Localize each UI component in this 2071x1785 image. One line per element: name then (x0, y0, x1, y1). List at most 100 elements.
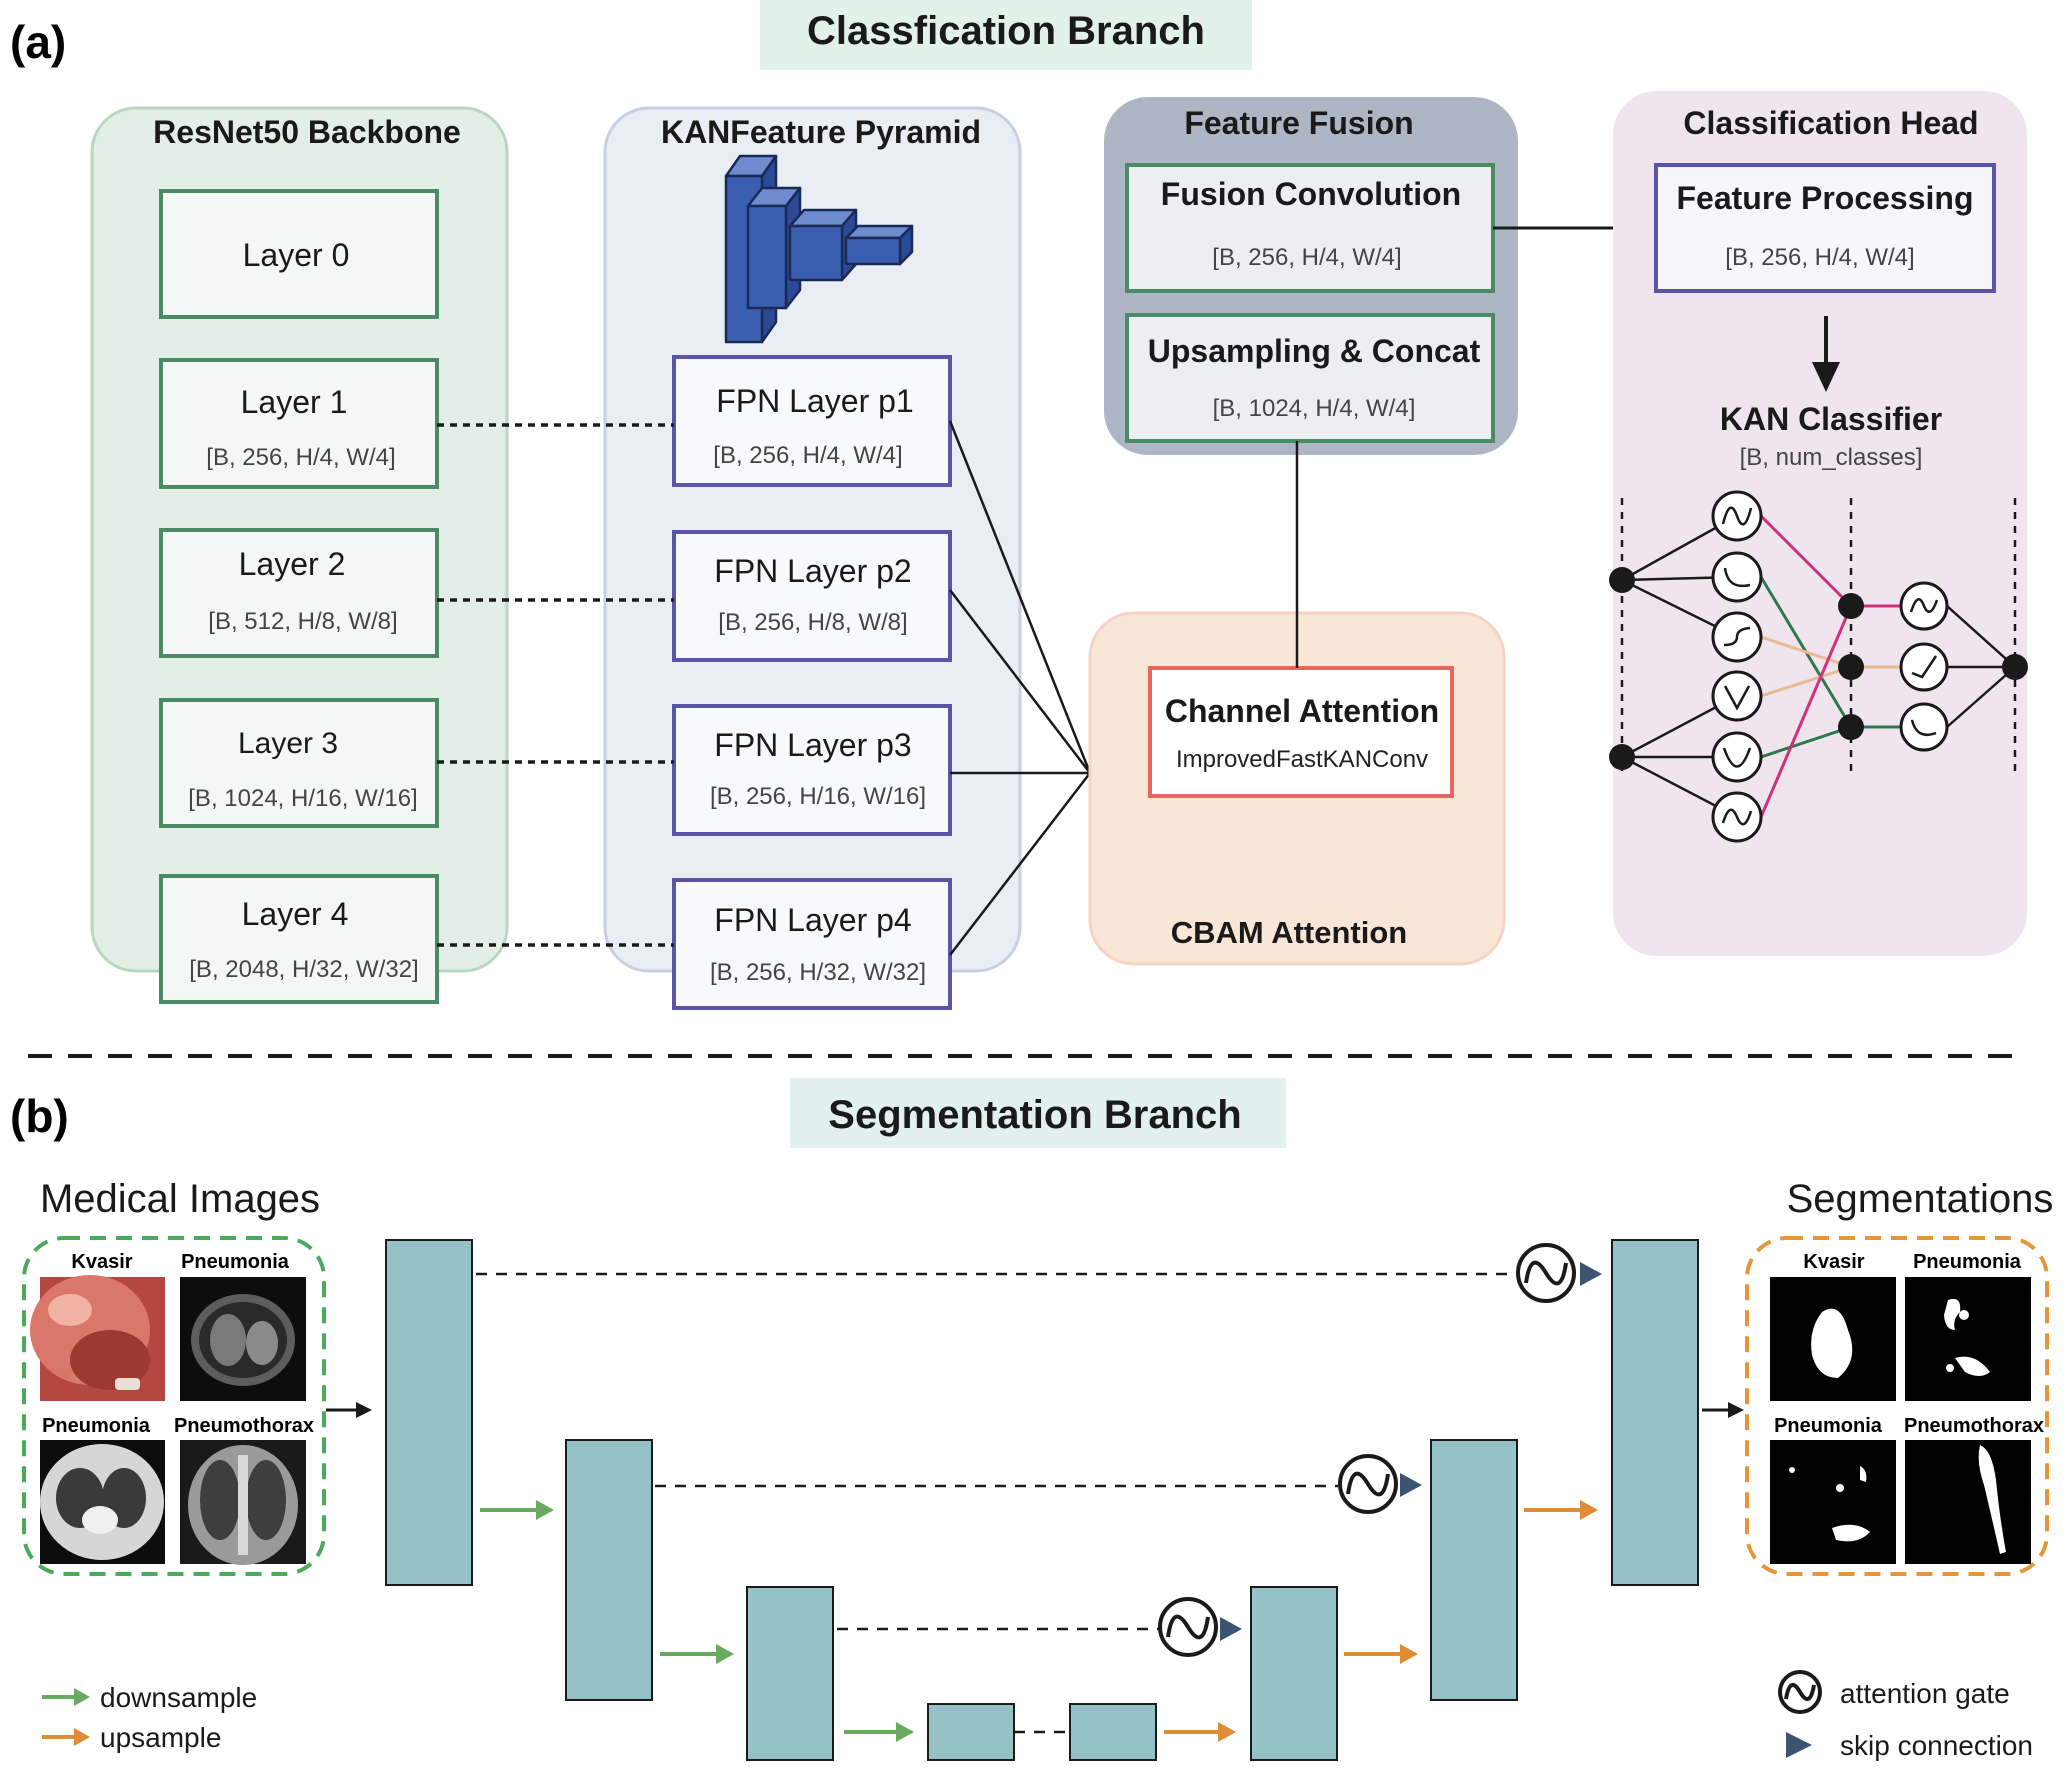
pneumonia-mask-2 (1770, 1440, 1896, 1564)
legend-downsample: downsample (42, 1682, 257, 1713)
skip-connection-icon (1580, 1262, 1602, 1286)
fpn-name: FPN Layer p1 (716, 383, 913, 419)
kan-classifier-title: KAN Classifier (1720, 401, 1942, 437)
output-label-pneumothorax: Pneumothorax (1904, 1415, 2044, 1437)
upsample-arrows (1164, 1500, 1598, 1742)
fpn-layer-p1: FPN Layer p1 [B, 256, H/4, W/4] (672, 355, 952, 487)
decoder-block-3 (1250, 1586, 1338, 1761)
downsample-arrows (480, 1500, 914, 1742)
layer-name: Layer 3 (238, 727, 338, 760)
backbone-title: ResNet50 Backbone (153, 114, 461, 150)
fpn-layer-p4: FPN Layer p4 [B, 256, H/32, W/32] (672, 878, 952, 1010)
layer-name: Layer 0 (243, 237, 350, 273)
cnn-layers-icon (724, 154, 914, 344)
feature-processing-shape: [B, 256, H/4, W/4] (1725, 244, 1914, 271)
upsample-shape: [B, 1024, H/4, W/4] (1213, 395, 1416, 422)
segmentations-title: Segmentations (1787, 1177, 2054, 1221)
attention-gate-icon (1516, 1243, 1576, 1303)
xray-image (180, 1440, 306, 1565)
kvasir-image (30, 1275, 165, 1401)
channel-attention-sub: ImprovedFastKANConv (1176, 746, 1428, 773)
kan-network-diagram (1609, 490, 2028, 843)
kvasir-mask (1770, 1277, 1896, 1401)
legend-upsample-label: upsample (100, 1722, 221, 1753)
upsample-name: Upsampling & Concat (1148, 333, 1481, 369)
segmentation-banner-text: Segmentation Branch (828, 1093, 1241, 1137)
cbam-title: CBAM Attention (1171, 915, 1407, 950)
legend-upsample: upsample (42, 1722, 221, 1753)
bottleneck-block-1 (927, 1703, 1015, 1761)
layer-name: Layer 1 (241, 384, 348, 420)
lateral-connections (437, 423, 674, 947)
head-title: Classification Head (1683, 105, 1978, 141)
encoder-block-3 (746, 1586, 834, 1761)
legend-skip-connection-label: skip connection (1840, 1730, 2033, 1761)
fpn-name: FPN Layer p2 (714, 553, 911, 589)
channel-attention-box: Channel Attention ImprovedFastKANConv (1148, 666, 1454, 798)
layer-shape: [B, 256, H/4, W/4] (206, 444, 395, 471)
input-label-pneumonia-ct2: Pneumonia (42, 1415, 151, 1437)
backbone-layer-1: Layer 1 [B, 256, H/4, W/4] (159, 358, 439, 489)
input-arrow-icon (326, 1402, 372, 1418)
fpn-layer-p3: FPN Layer p3 [B, 256, H/16, W/16] (672, 704, 952, 836)
fpn-shape: [B, 256, H/16, W/16] (710, 783, 926, 810)
skip-dashed-lines (476, 1272, 1514, 1734)
pyramid-title: KANFeature Pyramid (661, 114, 981, 150)
fpn-name: FPN Layer p4 (714, 902, 911, 938)
fusion-conv-name: Fusion Convolution (1161, 176, 1461, 212)
output-arrow-icon (1702, 1402, 1744, 1418)
medical-images-title: Medical Images (40, 1177, 320, 1221)
output-label-pneumonia-2: Pneumonia (1774, 1415, 1883, 1437)
upsampling-concat-box: Upsampling & Concat [B, 1024, H/4, W/4] (1125, 313, 1495, 443)
classification-banner-text: Classfication Branch (807, 9, 1205, 53)
output-masks-frame (1745, 1236, 2049, 1576)
legend-skip-connection: skip connection (1786, 1730, 2033, 1761)
ct-scan-image-2 (40, 1440, 165, 1564)
pneumothorax-mask (1905, 1440, 2031, 1564)
input-label-kvasir: Kvasir (71, 1251, 132, 1273)
legend-attention-gate: attention gate (1778, 1670, 2010, 1714)
encoder-block-1 (385, 1239, 473, 1586)
attention-gate-icon (1158, 1597, 1218, 1657)
legend-downsample-label: downsample (100, 1682, 257, 1713)
attention-gates (1158, 1243, 1602, 1657)
decoder-block-2 (1430, 1439, 1518, 1701)
skip-connection-icon (1400, 1473, 1422, 1497)
output-label-kvasir: Kvasir (1803, 1251, 1864, 1273)
backbone-layer-2: Layer 2 [B, 512, H/8, W/8] (159, 528, 439, 658)
fpn-name: FPN Layer p3 (714, 727, 911, 763)
fpn-layer-p2: FPN Layer p2 [B, 256, H/8, W/8] (672, 530, 952, 662)
layer-shape: [B, 1024, H/16, W/16] (188, 785, 417, 812)
fpn-shape: [B, 256, H/8, W/8] (718, 609, 907, 636)
pneumonia-mask-1 (1905, 1277, 2031, 1401)
layer-shape: [B, 512, H/8, W/8] (208, 608, 397, 635)
down-arrow-icon (1812, 316, 1840, 392)
unet-blocks (385, 1239, 1699, 1761)
fpn-to-cbam-lines (948, 420, 1092, 956)
panel-b-label: (b) (10, 1090, 69, 1142)
input-label-pneumothorax: Pneumothorax (174, 1415, 314, 1437)
backbone-layer-4: Layer 4 [B, 2048, H/32, W/32] (159, 874, 439, 1004)
ct-scan-image-1 (180, 1277, 306, 1401)
fpn-shape: [B, 256, H/4, W/4] (713, 442, 902, 469)
output-label-pneumonia: Pneumonia (1913, 1251, 2022, 1273)
decoder-block-1 (1611, 1239, 1699, 1586)
layer-shape: [B, 2048, H/32, W/32] (189, 956, 418, 983)
fusion-title: Feature Fusion (1184, 105, 1413, 141)
legend-attention-gate-label: attention gate (1840, 1678, 2010, 1709)
fusion-conv-shape: [B, 256, H/4, W/4] (1212, 244, 1401, 271)
layer-name: Layer 4 (242, 896, 349, 932)
feature-processing-box: Feature Processing [B, 256, H/4, W/4] (1654, 163, 1996, 293)
input-label-pneumonia-ct: Pneumonia (181, 1251, 290, 1273)
panel-a-label: (a) (10, 16, 66, 68)
input-images-frame (22, 1236, 326, 1576)
bottleneck-block-2 (1069, 1703, 1157, 1761)
backbone-layer-3: Layer 3 [B, 1024, H/16, W/16] (159, 698, 439, 828)
fusion-convolution-box: Fusion Convolution [B, 256, H/4, W/4] (1125, 163, 1495, 293)
attention-gate-icon (1338, 1454, 1398, 1514)
encoder-block-2 (565, 1439, 653, 1701)
kan-classifier-shape: [B, num_classes] (1740, 444, 1923, 471)
skip-connection-icon (1220, 1617, 1242, 1641)
layer-name: Layer 2 (239, 546, 346, 582)
channel-attention-name: Channel Attention (1165, 693, 1439, 729)
